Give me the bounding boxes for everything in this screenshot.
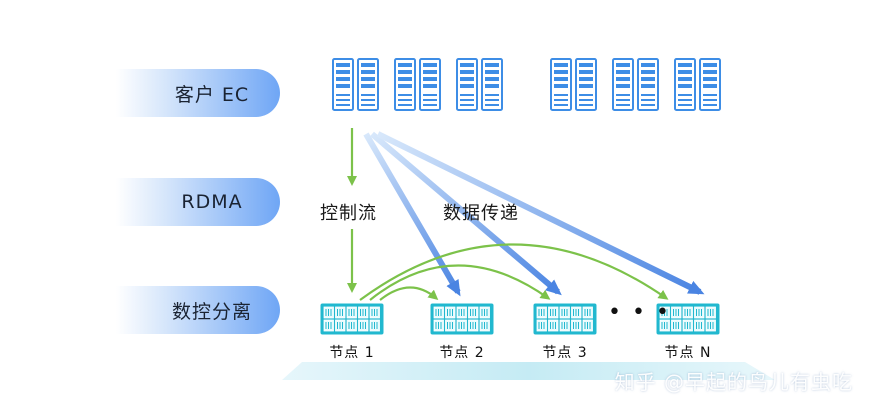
- client-server-icon: [699, 58, 721, 111]
- storage-node-4-label: 节点 N: [664, 345, 712, 361]
- ellipsis: • • •: [608, 300, 671, 325]
- client-server-icon: [357, 58, 379, 111]
- storage-node-1-label: 节点 1: [329, 345, 375, 361]
- data-transfer-label: 数据传递: [443, 203, 519, 224]
- client-server-icon: [419, 58, 441, 111]
- storage-node-1-icon: [320, 303, 384, 335]
- data-arrow-to-node-3: [370, 131, 562, 296]
- layer-rdma: RDMA: [116, 178, 280, 226]
- client-server-icon: [575, 58, 597, 111]
- client-server-icon: [637, 58, 659, 111]
- replication-arc-node-2: [379, 286, 439, 301]
- storage-node-2-icon: [430, 303, 494, 335]
- storage-node-3-icon: [533, 303, 597, 335]
- layer-client-ec: 客户 EC: [116, 69, 280, 117]
- client-server-icon: [550, 58, 572, 111]
- layer-separation-label: 数控分离: [171, 300, 252, 323]
- watermark: 知乎 @早起的鸟儿有虫吃: [614, 370, 853, 394]
- layer-data-control-separation: 数控分离: [116, 286, 280, 334]
- storage-node-4-icon: [656, 303, 720, 335]
- storage-node-2-label: 节点 2: [439, 345, 485, 361]
- client-server-icon: [481, 58, 503, 111]
- replication-arc-node-n: [359, 243, 669, 301]
- replication-arc-node-3: [369, 264, 551, 301]
- data-arrow-to-node-n: [376, 131, 705, 295]
- client-server-icon: [394, 58, 416, 111]
- client-server-icon: [456, 58, 478, 111]
- storage-node-3-label: 节点 3: [542, 345, 588, 361]
- control-flow-label: 控制流: [320, 203, 377, 224]
- client-server-icon: [612, 58, 634, 111]
- layer-client-ec-label: 客户 EC: [174, 83, 250, 106]
- layer-rdma-label: RDMA: [181, 191, 243, 213]
- client-server-icon: [674, 58, 696, 111]
- client-server-icon: [332, 58, 354, 111]
